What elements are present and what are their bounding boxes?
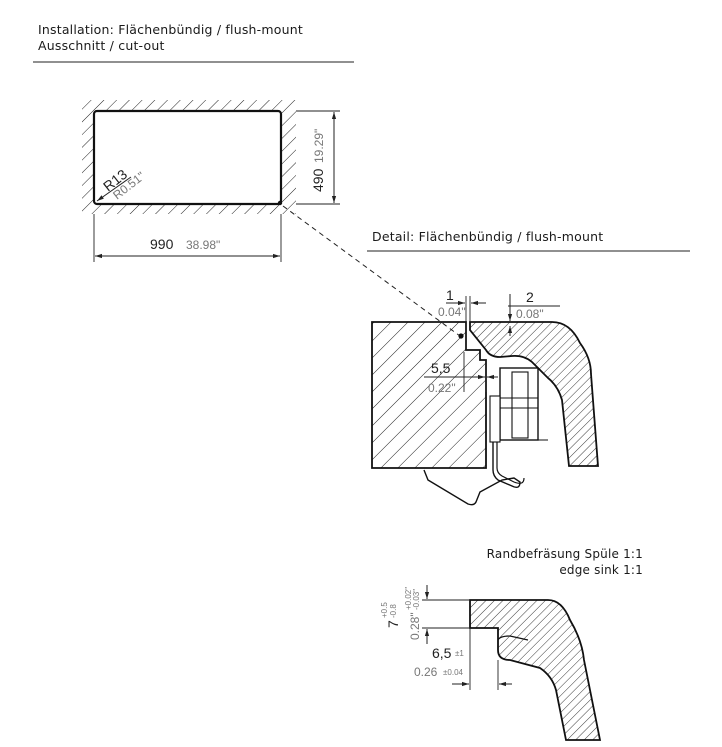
edge-height-in-tol-plus: +0.02" bbox=[404, 587, 413, 610]
sink-rim-section bbox=[469, 321, 599, 467]
edge-groove bbox=[497, 635, 529, 641]
detail-section: 1 0.04" 2 0.08" 5,5 0.22" bbox=[371, 287, 599, 506]
radius-leader bbox=[96, 176, 132, 202]
cutout-plan: R13 R0.51" 990 38.98" 490 19.29" bbox=[82, 100, 461, 337]
installation-header: Installation: Flächenbündig / flush-moun… bbox=[38, 22, 303, 54]
edge-height-tol-plus: +0.5 bbox=[380, 602, 389, 618]
edge-width-mm: 6,5 bbox=[432, 645, 452, 661]
edge-height-tol-minus: -0.8 bbox=[389, 604, 398, 618]
detail-header: Detail: Flächenbündig / flush-mount bbox=[372, 229, 604, 244]
edge-height-mm: 7 bbox=[385, 620, 401, 628]
width-in-label: 38.98" bbox=[186, 238, 220, 252]
edge-title-en: edge sink 1:1 bbox=[559, 563, 643, 577]
mount-bracket bbox=[499, 367, 539, 441]
edge-sink-section: 7 +0.5 -0.8 0.28" +0.02" -0.03" 6,5 ±1 0… bbox=[380, 585, 602, 741]
edge-header: Randbefräsung Spüle 1:1 edge sink 1:1 bbox=[487, 546, 643, 578]
detail-edge-dot bbox=[458, 333, 464, 339]
edge-width-in-tol: ±0.04 bbox=[443, 668, 464, 677]
depth-in-label: 0.08" bbox=[516, 307, 544, 321]
edge-width-tol: ±1 bbox=[455, 649, 464, 658]
cutout-corner-dot bbox=[277, 200, 283, 206]
gap-mm-label: 1 bbox=[446, 287, 454, 303]
depth-mm-label: 2 bbox=[526, 289, 534, 305]
width-mm-label: 990 bbox=[150, 236, 174, 252]
countertop-section bbox=[371, 321, 487, 469]
mounting-clip-wire bbox=[423, 442, 521, 506]
edge-height-in-tol-minus: -0.03" bbox=[412, 589, 421, 610]
edge-width-in: 0.26 bbox=[414, 665, 438, 679]
gap-in-label: 0.04" bbox=[438, 305, 466, 319]
offset-in-label: 0.22" bbox=[428, 381, 456, 395]
height-in-label: 19.29" bbox=[312, 129, 326, 163]
edge-title-de: Randbefräsung Spüle 1:1 bbox=[486, 547, 643, 561]
installation-title: Installation: Flächenbündig / flush-moun… bbox=[38, 22, 303, 37]
bracket-bolt bbox=[511, 371, 529, 439]
edge-height-in: 0.28" bbox=[408, 612, 422, 640]
detail-callout-leader bbox=[282, 205, 461, 337]
cutout-rectangle bbox=[92, 109, 283, 206]
edge-sink-profile bbox=[469, 599, 602, 741]
offset-mm-label: 5,5 bbox=[431, 360, 451, 376]
cutout-title: Ausschnitt / cut-out bbox=[38, 38, 165, 53]
height-mm-label: 490 bbox=[310, 168, 326, 192]
